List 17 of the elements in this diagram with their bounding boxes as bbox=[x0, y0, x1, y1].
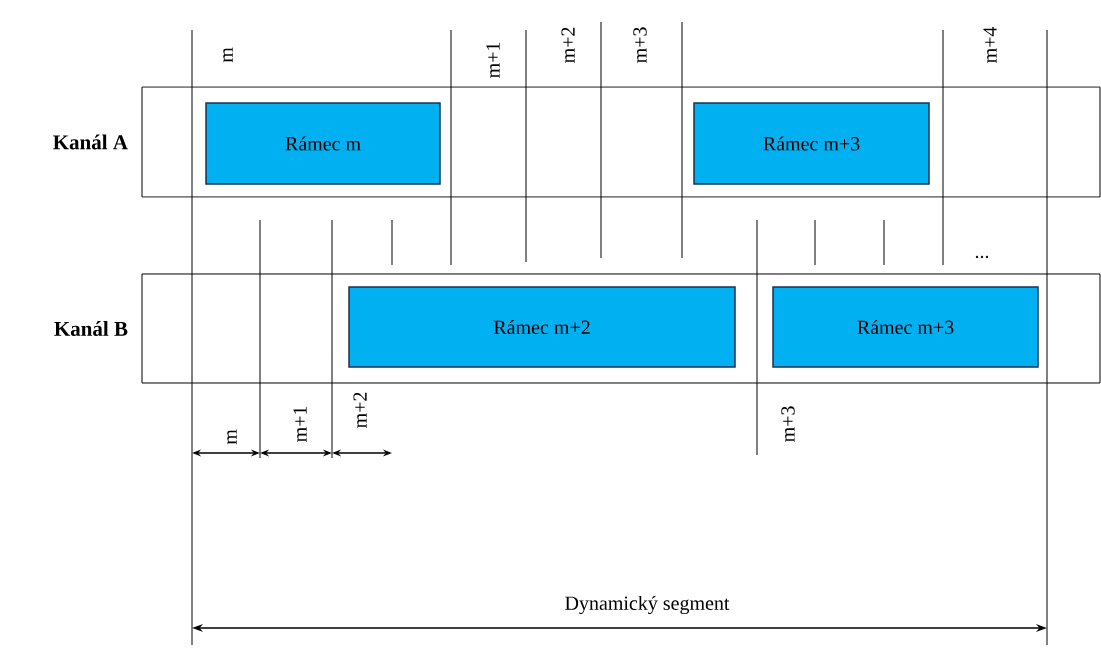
frame-box: Rámec m bbox=[205, 102, 441, 185]
frame-box: Rámec m+3 bbox=[772, 286, 1039, 368]
slot-label: m+3 bbox=[781, 406, 795, 442]
slot-label: m+4 bbox=[983, 26, 997, 63]
slot-label: m+1 bbox=[293, 406, 307, 442]
slot-label: m+3 bbox=[633, 27, 647, 63]
slot-label: m bbox=[223, 47, 233, 63]
node-label: Kanál B bbox=[54, 321, 128, 336]
slot-label: m+2 bbox=[561, 27, 575, 63]
node-label: Kanál A bbox=[53, 134, 128, 150]
slot-label: m+1 bbox=[486, 42, 500, 78]
frame-box: Rámec m+3 bbox=[693, 102, 930, 185]
ellipsis: ... bbox=[975, 255, 989, 259]
frame-box: Rámec m+2 bbox=[348, 286, 736, 368]
slot-label: m bbox=[227, 429, 237, 445]
slot-label: m+2 bbox=[353, 392, 367, 428]
segment-label: Dynamický segment bbox=[565, 595, 730, 615]
